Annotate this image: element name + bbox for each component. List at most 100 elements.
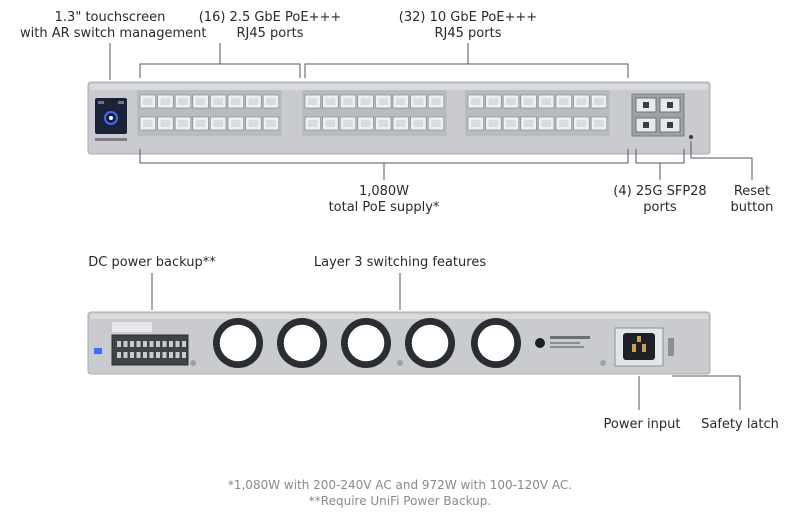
sfp28-callout: (4) 25G SFP28 ports — [600, 184, 720, 216]
rj45-port-jack — [594, 120, 604, 127]
rj45-port-jack — [488, 98, 499, 105]
rj45-port-jack — [506, 120, 516, 127]
fan-ring — [346, 323, 386, 363]
reset-button — [689, 135, 693, 139]
fan-group — [213, 318, 521, 368]
dc-pin — [117, 341, 121, 347]
rj45-port-jack — [343, 120, 353, 127]
dc-pin — [123, 341, 128, 347]
dc-pin — [143, 352, 147, 358]
rj45-port-jack — [541, 120, 551, 127]
rj45-port-jack — [576, 98, 587, 105]
gbe10-callout: (32) 10 GbE PoE+++ RJ45 ports — [388, 10, 548, 42]
footnote-2: **Require UniFi Power Backup. — [308, 494, 492, 508]
rj45-port-jack — [431, 120, 441, 127]
rj45-port-jack — [231, 98, 241, 105]
reset-callout: Reset button — [720, 184, 784, 216]
dc-backup-pins — [117, 341, 186, 358]
rj45-port-jack — [325, 120, 336, 127]
dc-power-backup-port — [111, 334, 189, 366]
dc-pin — [123, 352, 128, 358]
front-callout-lines — [109, 43, 753, 180]
front-panel — [87, 81, 711, 155]
dc-backup-callout: DC power backup** — [82, 255, 222, 271]
dc-pin — [130, 341, 134, 347]
rj45-port-jack — [213, 120, 223, 127]
fan-ring — [218, 323, 258, 363]
rj45-port-jack — [308, 120, 318, 127]
rj45-port-jack — [559, 98, 569, 105]
rj45-port-jack — [360, 98, 371, 105]
rj45-port-jack — [308, 98, 318, 105]
dc-pin — [169, 341, 173, 347]
power-input-callout-line1: Power input — [603, 417, 681, 432]
fan-ring — [410, 323, 450, 363]
dc-pin — [136, 341, 141, 347]
rj45-port-jack — [343, 98, 353, 105]
rear-callout-lines — [151, 273, 741, 410]
dc-pin — [175, 352, 180, 358]
rj45-port-jack — [178, 120, 188, 127]
dc-pin — [156, 352, 160, 358]
fan-opening — [477, 324, 515, 362]
rear-panel — [87, 311, 711, 375]
brand-logo-icon — [535, 338, 545, 348]
rj45-port-jack — [413, 120, 424, 127]
rj45-port-jack — [195, 120, 206, 127]
fan-opening — [347, 324, 385, 362]
touchscreen-callout: 1.3" touchscreen with AR switch manageme… — [20, 10, 207, 42]
gbe25-callout-line2: RJ45 ports — [236, 26, 304, 41]
dc-pin — [130, 352, 134, 358]
rj45-port-jack — [360, 120, 371, 127]
footnote-1: *1,080W with 200-240V AC and 972W with 1… — [227, 478, 573, 492]
rj45-port-jack — [195, 98, 206, 105]
rj45-port-jack — [325, 98, 336, 105]
rj45-port-jack — [378, 120, 388, 127]
rj45-port-jack — [594, 98, 604, 105]
sfp28-callout-line2: ports — [643, 200, 677, 215]
safety-latch-callout-line1: Safety latch — [701, 417, 779, 432]
rj45-port-jack — [143, 98, 153, 105]
rj45-port-jack — [431, 98, 441, 105]
touchscreen-callout-line2: with AR switch management — [20, 26, 207, 41]
fan-ring — [476, 323, 516, 363]
gbe10-callout-line2: RJ45 ports — [434, 26, 502, 41]
safety-latch-callout: Safety latch — [693, 417, 787, 433]
rj45-port-jack — [506, 98, 516, 105]
poe-supply-callout-line2: total PoE supply* — [328, 200, 440, 215]
rj45-port-jack — [378, 98, 388, 105]
rj45-port-jack — [471, 98, 481, 105]
fan-opening — [283, 324, 321, 362]
touchscreen — [95, 98, 127, 134]
dc-pin — [182, 352, 186, 358]
rj45-port-jack — [143, 120, 153, 127]
rj45-port-jack — [248, 120, 259, 127]
rj45-port-jack — [559, 120, 569, 127]
rj45-port-grid — [137, 90, 610, 136]
dc-pin — [169, 352, 173, 358]
rj45-port-jack — [160, 120, 171, 127]
rj45-port-jack — [523, 98, 534, 105]
rj45-port-jack — [576, 120, 587, 127]
gbe10-callout-line1: (32) 10 GbE PoE+++ — [398, 10, 538, 25]
dc-pin — [156, 341, 160, 347]
gbe25-callout-line1: (16) 2.5 GbE PoE+++ — [198, 10, 342, 25]
gbe25-callout: (16) 2.5 GbE PoE+++ RJ45 ports — [190, 10, 350, 42]
layer3-callout: Layer 3 switching features — [310, 255, 490, 271]
rj45-port-jack — [541, 98, 551, 105]
dc-pin — [149, 352, 154, 358]
dc-backup-callout-line1: DC power backup** — [88, 255, 216, 270]
rj45-port-jack — [213, 98, 223, 105]
dc-pin — [162, 341, 167, 347]
rj45-port-jack — [266, 98, 276, 105]
fan-opening — [411, 324, 449, 362]
rj45-port-jack — [488, 120, 499, 127]
layer3-callout-line1: Layer 3 switching features — [313, 255, 487, 270]
fan-opening — [219, 324, 257, 362]
dc-pin — [143, 341, 147, 347]
dc-pin — [175, 341, 180, 347]
rj45-port-jack — [396, 98, 406, 105]
reset-callout-line2: button — [730, 200, 774, 215]
rj45-port-jack — [523, 120, 534, 127]
rj45-port-jack — [413, 98, 424, 105]
